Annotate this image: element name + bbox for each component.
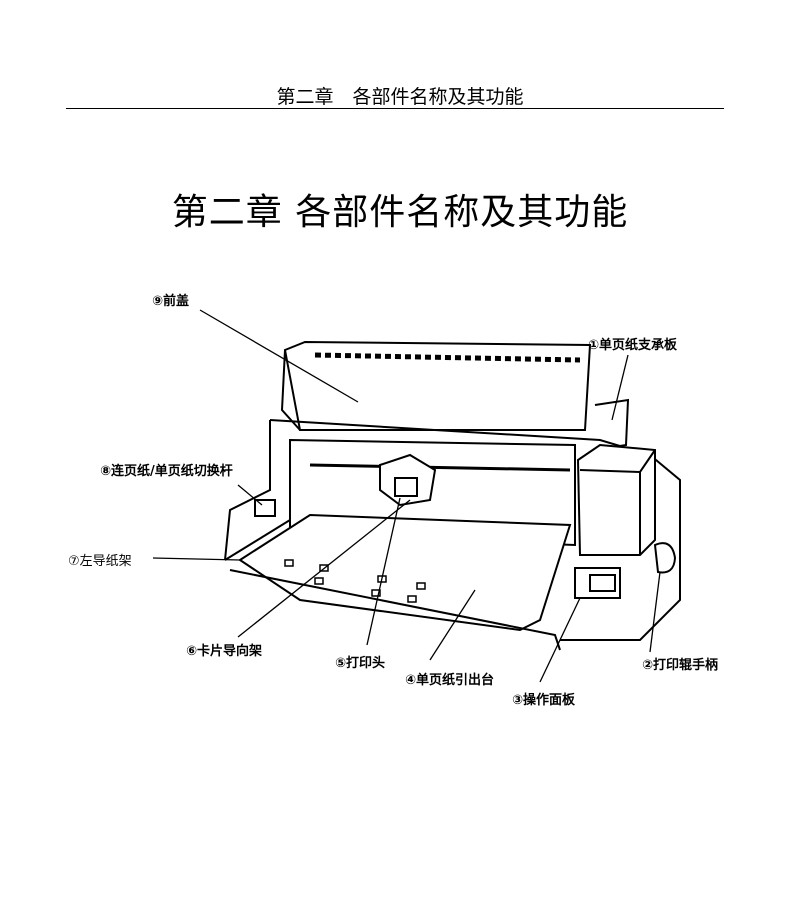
label-sheet-exit: ④单页纸引出台 xyxy=(405,673,495,688)
label-print-head: ⑤打印头 xyxy=(335,656,386,671)
label-control-panel: ③操作面板 xyxy=(512,693,576,708)
header-rule xyxy=(66,108,724,109)
label-platen-knob: ②打印辊手柄 xyxy=(642,658,719,673)
label-left-guide: ⑦左导纸架 xyxy=(68,554,132,569)
running-header: 第二章 各部件名称及其功能 xyxy=(276,86,524,108)
chapter-title: 第二章 各部件名称及其功能 xyxy=(171,192,629,233)
label-card-guide: ⑥卡片导向架 xyxy=(186,644,263,659)
label-sheet-support: ①单页纸支承板 xyxy=(588,338,678,353)
label-front-cover: ⑨前盖 xyxy=(152,294,190,309)
label-feed-lever: ⑧连页纸/单页纸切换杆 xyxy=(100,464,233,479)
